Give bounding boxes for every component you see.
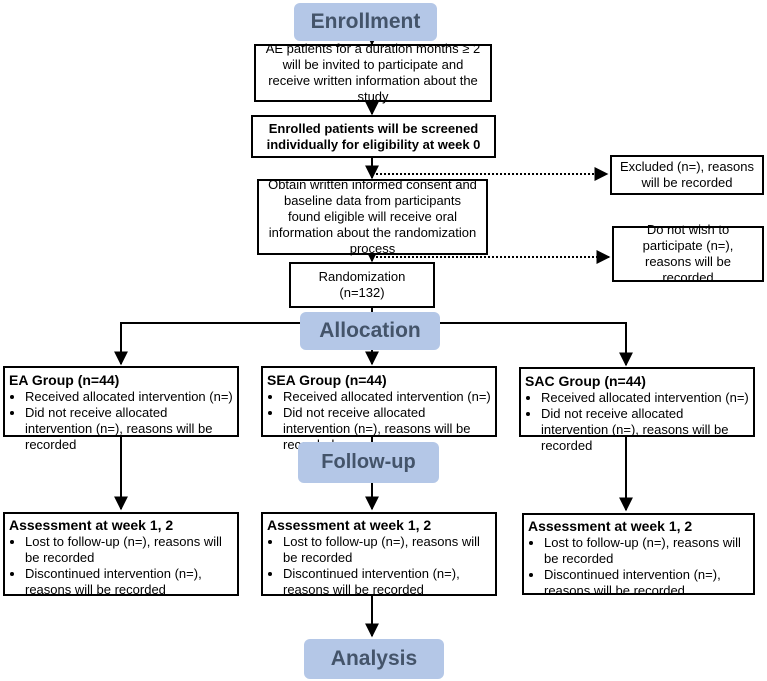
assessment-item: Lost to follow-up (n=), reasons will be … [544,535,749,567]
group-item: Did not receive allocated intervention (… [541,406,749,454]
group-title-ea: EA Group (n=44) [9,372,120,388]
assessment-item: Lost to follow-up (n=), reasons will be … [283,534,491,566]
assessment-item: Lost to follow-up (n=), reasons will be … [25,534,233,566]
assessment-box-sac: Assessment at week 1, 2 Lost to follow-u… [522,513,755,598]
assessment-list-sea: Lost to follow-up (n=), reasons will be … [267,534,491,598]
group-list-sea: Received allocated intervention (n=) Did… [267,389,491,453]
excluded-box: Excluded (n=), reasons will be recorded [610,155,764,195]
stage-analysis-label: Analysis [330,647,418,670]
assessment-list-sac: Lost to follow-up (n=), reasons will be … [528,535,749,599]
group-list-ea: Received allocated intervention (n=) Did… [9,389,233,453]
assessment-list-ea: Lost to follow-up (n=), reasons will be … [9,534,233,598]
assessment-title-ea: Assessment at week 1, 2 [9,517,174,533]
stage-allocation-label: Allocation [319,319,421,342]
no-wish-box: Do not wish to participate (n=), reasons… [612,222,764,285]
consent-box: Obtain written informed consent and base… [257,177,488,256]
invite-box: AE patients for a duration months ≥ 2 wi… [254,41,492,104]
group-item: Did not receive allocated intervention (… [25,405,233,453]
stage-enrollment: Enrollment [294,3,437,41]
group-item: Received allocated intervention (n=) [283,389,491,405]
group-item: Received allocated intervention (n=) [541,390,749,406]
assessment-title-sac: Assessment at week 1, 2 [528,518,693,534]
assessment-item: Discontinued intervention (n=), reasons … [25,566,233,598]
group-item: Received allocated intervention (n=) [25,389,233,405]
assessment-box-sea: Assessment at week 1, 2 Lost to follow-u… [261,512,497,598]
stage-allocation: Allocation [300,312,440,350]
stage-enrollment-label: Enrollment [310,10,421,33]
assessment-box-ea: Assessment at week 1, 2 Lost to follow-u… [3,512,239,598]
invite-text: AE patients for a duration months ≥ 2 wi… [265,41,481,104]
consent-text: Obtain written informed consent and base… [268,177,477,256]
assessment-item: Discontinued intervention (n=), reasons … [283,566,491,598]
group-box-ea: EA Group (n=44) Received allocated inter… [3,366,239,452]
screening-text: Enrolled patients will be screened indiv… [266,120,481,152]
group-title-sac: SAC Group (n=44) [525,373,646,389]
stage-followup-label: Follow-up [321,451,416,473]
group-list-sac: Received allocated intervention (n=) Did… [525,390,749,454]
assessment-item: Discontinued intervention (n=), reasons … [544,567,749,599]
stage-followup: Follow-up [298,442,439,483]
group-box-sea: SEA Group (n=44) Received allocated inte… [261,366,497,452]
no-wish-text: Do not wish to participate (n=), reasons… [642,222,734,285]
randomization-text: Randomization (n=132) [318,269,406,300]
screening-box: Enrolled patients will be screened indiv… [251,115,496,158]
excluded-text: Excluded (n=), reasons will be recorded [619,159,755,190]
randomization-box: Randomization (n=132) [289,262,435,308]
stage-analysis: Analysis [304,639,444,679]
group-box-sac: SAC Group (n=44) Received allocated inte… [519,367,755,453]
group-title-sea: SEA Group (n=44) [267,372,387,388]
assessment-title-sea: Assessment at week 1, 2 [267,517,432,533]
